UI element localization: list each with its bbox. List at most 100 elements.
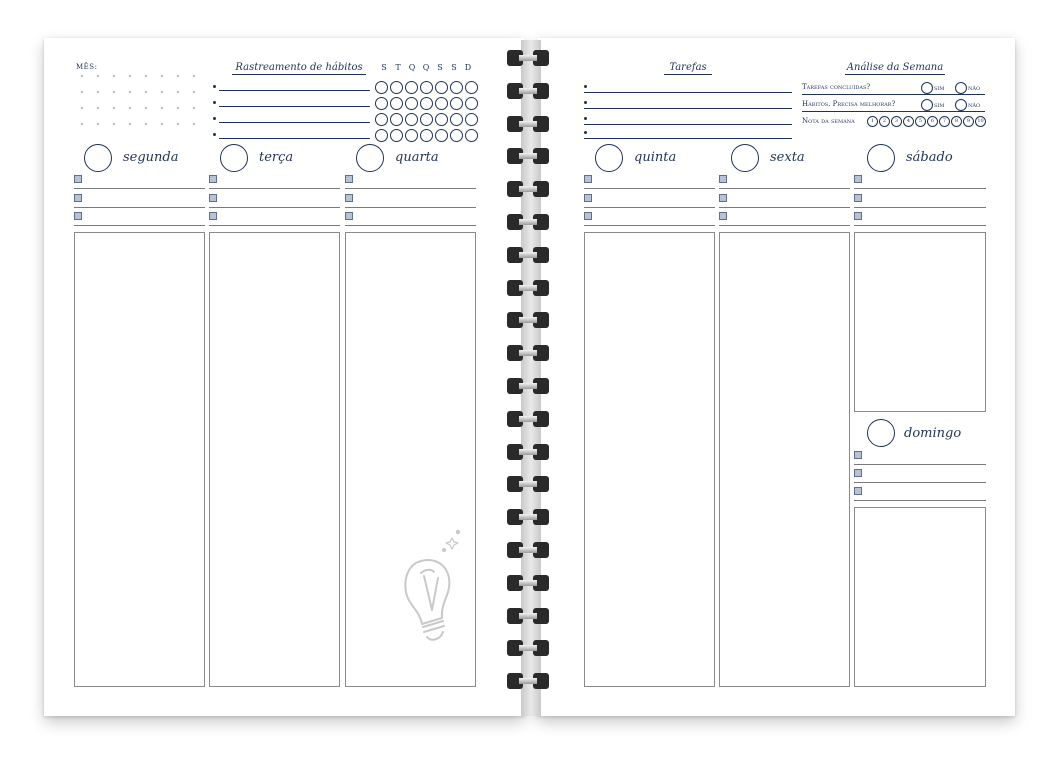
checkbox-square[interactable] bbox=[854, 194, 862, 202]
checkbox-square[interactable] bbox=[74, 194, 82, 202]
habit-check-circle[interactable] bbox=[465, 113, 478, 126]
sexta-date-circle[interactable] bbox=[731, 144, 759, 172]
habit-check-circle[interactable] bbox=[465, 81, 478, 94]
score-option[interactable]: 8 bbox=[951, 116, 962, 127]
habit-line[interactable] bbox=[219, 106, 370, 107]
checklist-line bbox=[719, 225, 850, 226]
task-line[interactable] bbox=[584, 108, 792, 109]
score-option[interactable]: 3 bbox=[891, 116, 902, 127]
habit-check-circle[interactable] bbox=[450, 81, 463, 94]
checkbox-square[interactable] bbox=[209, 194, 217, 202]
score-option[interactable]: 4 bbox=[903, 116, 914, 127]
habit-check-circle[interactable] bbox=[390, 113, 403, 126]
habits-yes-option[interactable]: sim bbox=[921, 99, 945, 111]
quarta-date-circle[interactable] bbox=[356, 144, 384, 172]
spiral-ring bbox=[507, 214, 549, 230]
checkbox-square[interactable] bbox=[74, 175, 82, 183]
checklist-line bbox=[584, 207, 715, 208]
quarta-notes-box[interactable] bbox=[345, 232, 476, 687]
score-option[interactable]: 2 bbox=[879, 116, 890, 127]
quinta-notes-box[interactable] bbox=[584, 232, 715, 687]
habit-check-circle[interactable] bbox=[405, 97, 418, 110]
score-option[interactable]: 1 bbox=[867, 116, 878, 127]
habit-check-circle[interactable] bbox=[375, 81, 388, 94]
bullet-dot bbox=[584, 131, 587, 134]
habit-check-circle[interactable] bbox=[450, 129, 463, 142]
score-option[interactable]: 10 bbox=[975, 116, 986, 127]
segunda-notes-box[interactable] bbox=[74, 232, 205, 687]
habit-check-circle[interactable] bbox=[420, 81, 433, 94]
domingo-date-circle[interactable] bbox=[867, 419, 895, 447]
checkbox-square[interactable] bbox=[719, 212, 727, 220]
habit-check-circle[interactable] bbox=[375, 113, 388, 126]
score-option[interactable]: 6 bbox=[927, 116, 938, 127]
checkbox-square[interactable] bbox=[584, 212, 592, 220]
habit-check-circle[interactable] bbox=[450, 113, 463, 126]
score-option[interactable]: 7 bbox=[939, 116, 950, 127]
checkbox-square[interactable] bbox=[719, 175, 727, 183]
habit-line[interactable] bbox=[219, 138, 370, 139]
habit-check-circle[interactable] bbox=[375, 129, 388, 142]
terca-date-circle[interactable] bbox=[220, 144, 248, 172]
habit-line[interactable] bbox=[219, 122, 370, 123]
checkbox-square[interactable] bbox=[719, 194, 727, 202]
ring-right-end bbox=[533, 82, 549, 99]
habit-check-circle[interactable] bbox=[390, 129, 403, 142]
checkbox-square[interactable] bbox=[854, 451, 862, 459]
habit-check-circle[interactable] bbox=[405, 113, 418, 126]
spiral-ring bbox=[507, 673, 549, 690]
habit-check-circle[interactable] bbox=[435, 81, 448, 94]
habits-no-option[interactable]: não bbox=[955, 99, 980, 111]
habit-check-circle[interactable] bbox=[420, 113, 433, 126]
ring-wire bbox=[519, 415, 537, 422]
ring-left-end bbox=[507, 640, 523, 657]
checkbox-square[interactable] bbox=[854, 487, 862, 495]
task-line[interactable] bbox=[584, 92, 792, 93]
task-line[interactable] bbox=[584, 138, 792, 139]
checkbox-square[interactable] bbox=[345, 212, 353, 220]
domingo-notes-box[interactable] bbox=[854, 507, 986, 687]
ring-left-end bbox=[507, 279, 523, 296]
habit-check-circle[interactable] bbox=[435, 97, 448, 110]
segunda-date-circle[interactable] bbox=[84, 144, 112, 172]
checkbox-square[interactable] bbox=[209, 175, 217, 183]
checkbox-square[interactable] bbox=[584, 194, 592, 202]
habit-line[interactable] bbox=[219, 90, 370, 91]
habit-check-circle[interactable] bbox=[420, 97, 433, 110]
habit-check-circle[interactable] bbox=[390, 81, 403, 94]
checkbox-square[interactable] bbox=[74, 212, 82, 220]
tasks-yes-option[interactable]: sim bbox=[921, 82, 945, 94]
sabado-notes-box[interactable] bbox=[854, 232, 986, 412]
sabado-date-circle[interactable] bbox=[867, 144, 895, 172]
checkbox-square[interactable] bbox=[345, 194, 353, 202]
tasks-no-option[interactable]: não bbox=[955, 82, 980, 94]
checkbox-square[interactable] bbox=[854, 469, 862, 477]
habit-check-circle[interactable] bbox=[390, 97, 403, 110]
habit-check-circle[interactable] bbox=[465, 129, 478, 142]
habit-check-circle[interactable] bbox=[435, 113, 448, 126]
habit-check-row bbox=[375, 113, 480, 126]
checkbox-square[interactable] bbox=[345, 175, 353, 183]
ring-left-end bbox=[507, 246, 523, 263]
habit-check-circle[interactable] bbox=[450, 97, 463, 110]
checkbox-square[interactable] bbox=[854, 175, 862, 183]
score-option[interactable]: 9 bbox=[963, 116, 974, 127]
habit-check-circle[interactable] bbox=[420, 129, 433, 142]
ring-left-end bbox=[507, 607, 523, 624]
checkbox-square[interactable] bbox=[209, 212, 217, 220]
checklist-line bbox=[345, 188, 476, 189]
habit-check-circle[interactable] bbox=[375, 97, 388, 110]
score-option[interactable]: 5 bbox=[915, 116, 926, 127]
task-line[interactable] bbox=[584, 124, 792, 125]
terca-notes-box[interactable] bbox=[209, 232, 340, 687]
habit-check-circle[interactable] bbox=[405, 129, 418, 142]
quinta-date-circle[interactable] bbox=[595, 144, 623, 172]
checkbox-square[interactable] bbox=[584, 175, 592, 183]
sexta-notes-box[interactable] bbox=[719, 232, 850, 687]
ring-wire bbox=[519, 219, 537, 225]
checkbox-square[interactable] bbox=[854, 212, 862, 220]
month-dot-grid bbox=[74, 68, 200, 134]
habit-check-circle[interactable] bbox=[465, 97, 478, 110]
habit-check-circle[interactable] bbox=[405, 81, 418, 94]
habit-check-circle[interactable] bbox=[435, 129, 448, 142]
